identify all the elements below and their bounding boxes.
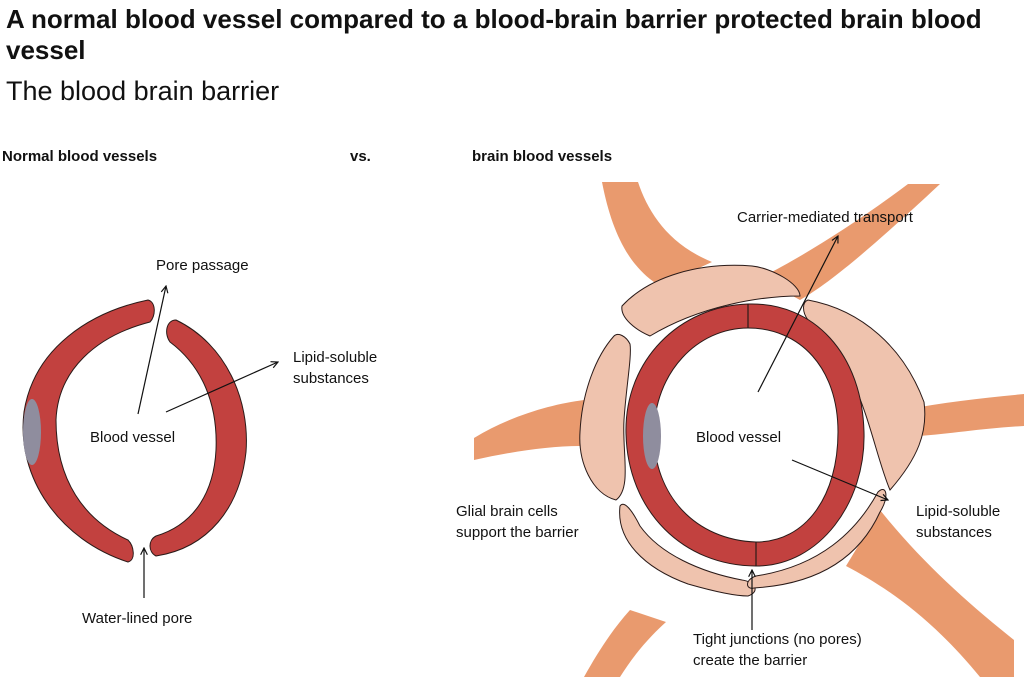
diagram-title: A normal blood vessel compared to a bloo… xyxy=(6,4,982,65)
tight-junctions-label-line2: create the barrier xyxy=(693,652,808,669)
normal-lipid-label-line1: Lipid-soluble xyxy=(293,349,378,366)
brain-cell-nucleus xyxy=(643,403,661,469)
normal-lipid-label-line2: substances xyxy=(293,370,369,387)
brain-lipid-label-line2: substances xyxy=(916,524,992,541)
normal-section-heading: Normal blood vessels xyxy=(2,148,158,165)
normal-cell-nucleus xyxy=(23,399,41,465)
astrocyte-process-top xyxy=(602,182,712,286)
brain-section-heading: brain blood vessels xyxy=(472,148,613,165)
glial-segment-right xyxy=(803,299,926,491)
glial-cells-label-line2: support the barrier xyxy=(456,524,579,541)
vs-label: vs. xyxy=(350,148,371,165)
diagram-subtitle: The blood brain barrier xyxy=(6,76,280,106)
tight-junctions-label-line1: Tight junctions (no pores) xyxy=(693,631,862,648)
astrocyte-process-bottom-left xyxy=(584,610,666,677)
normal-vessel-wall-right xyxy=(149,319,247,557)
pore-passage-label: Pore passage xyxy=(156,257,249,274)
astrocyte-processes xyxy=(474,182,1024,677)
pore-passage-arrow xyxy=(137,286,166,415)
carrier-transport-arrow xyxy=(757,236,838,393)
glial-segment-top xyxy=(621,264,801,337)
astrocyte-process-bottom-right xyxy=(846,510,1014,677)
astrocyte-process-left xyxy=(474,400,584,460)
astrocyte-process-right xyxy=(904,394,1024,436)
glial-cells-label-line1: Glial brain cells xyxy=(456,503,558,520)
glial-cells xyxy=(579,264,926,597)
water-lined-pore-label: Water-lined pore xyxy=(82,610,193,627)
brain-blood-vessel-label: Blood vessel xyxy=(696,429,782,446)
astrocyte-process-top-right xyxy=(760,184,940,300)
brain-vessel xyxy=(625,303,865,567)
normal-vessel-wall-left xyxy=(22,299,155,563)
glial-segment-bottom-right xyxy=(747,489,887,589)
brain-lipid-label-line1: Lipid-soluble xyxy=(916,503,1001,520)
brain-lipid-arrow xyxy=(791,459,888,500)
normal-lipid-arrow xyxy=(165,362,278,413)
glial-segment-left xyxy=(579,333,631,501)
normal-blood-vessel-label: Blood vessel xyxy=(90,429,176,446)
carrier-transport-label: Carrier-mediated transport xyxy=(737,209,913,226)
normal-vessel xyxy=(22,299,247,563)
